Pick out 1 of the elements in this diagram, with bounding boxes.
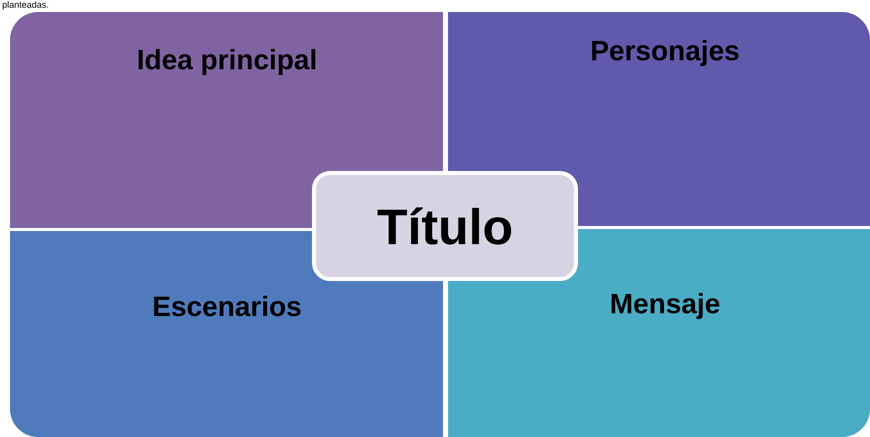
title-box: Título xyxy=(312,171,578,281)
